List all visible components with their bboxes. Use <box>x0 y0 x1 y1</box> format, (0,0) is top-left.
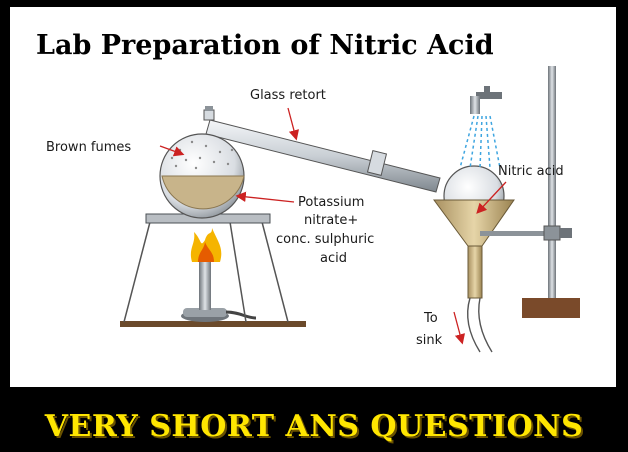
apparatus-illustration: Glass retort Brown fumes Potassium nitra… <box>46 66 580 353</box>
bunsen-burner <box>181 262 257 322</box>
questions-banner: VERY SHORT ANS QUESTIONS <box>44 409 584 444</box>
label-potassium-2: nitrate+ <box>304 213 358 228</box>
bench <box>120 321 306 327</box>
label-to-sink-2: sink <box>416 333 443 348</box>
water-spray <box>459 115 501 169</box>
label-glass-retort: Glass retort <box>250 88 326 103</box>
label-potassium-3: conc. sulphuric <box>276 232 374 247</box>
label-potassium-1: Potassium <box>298 195 364 210</box>
funnel <box>433 199 515 299</box>
flame <box>190 228 222 262</box>
label-brown-fumes: Brown fumes <box>46 140 131 155</box>
retort-neck <box>205 119 441 193</box>
clamp-stand <box>480 66 580 318</box>
glass-retort <box>159 106 245 219</box>
label-potassium-4: acid <box>320 251 347 266</box>
water-tap <box>470 86 502 114</box>
diagram-panel <box>10 7 616 387</box>
drain-tube <box>466 297 493 353</box>
label-nitric-acid: Nitric acid <box>498 164 564 179</box>
label-to-sink-1: To <box>423 311 438 326</box>
diagram-title: Lab Preparation of Nitric Acid <box>36 30 494 61</box>
tripod-stand <box>123 221 289 323</box>
